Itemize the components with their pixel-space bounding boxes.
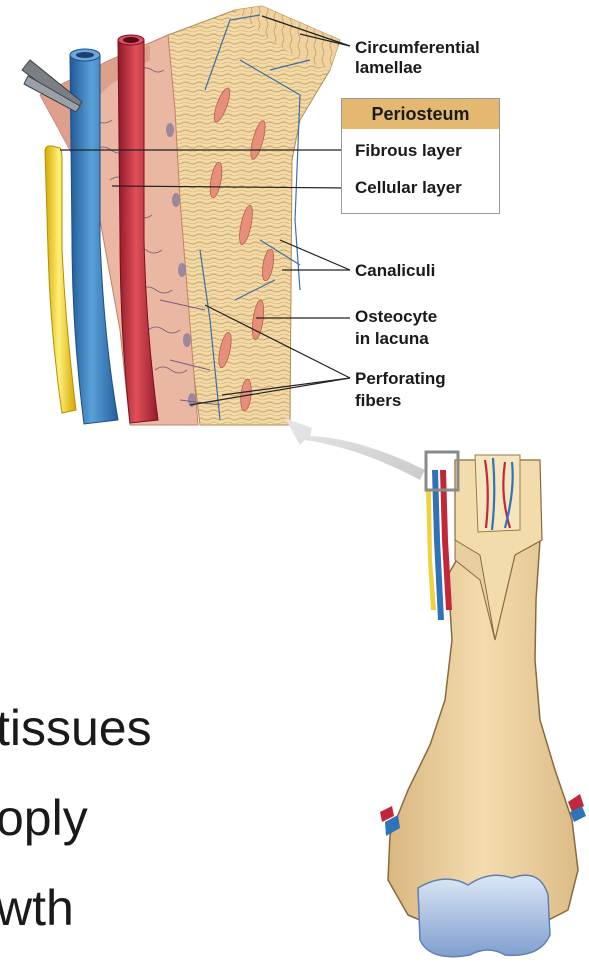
bullet-text-2: oply <box>0 790 88 846</box>
magnify-arrow <box>285 418 425 480</box>
label-circumferential-lamellae-line2: lamellae <box>355 58 422 78</box>
label-perforating-line1: Perforating <box>355 369 446 389</box>
label-circumferential-lamellae-line1: Circumferential <box>355 38 480 58</box>
enlarged-bone-section <box>22 6 340 425</box>
label-perforating-line2: fibers <box>355 391 401 411</box>
label-canaliculi: Canaliculi <box>355 261 435 281</box>
bullet-text-3: wth <box>0 880 74 936</box>
bullet-text-1: tissues <box>0 700 152 756</box>
label-osteocyte-line1: Osteocyte <box>355 307 437 327</box>
label-fibrous-layer: Fibrous layer <box>355 141 462 161</box>
long-bone-illustration <box>380 452 586 957</box>
label-cellular-layer: Cellular layer <box>355 178 462 198</box>
periosteum-header: Periosteum <box>342 99 499 129</box>
label-osteocyte-line2: in lacuna <box>355 329 429 349</box>
